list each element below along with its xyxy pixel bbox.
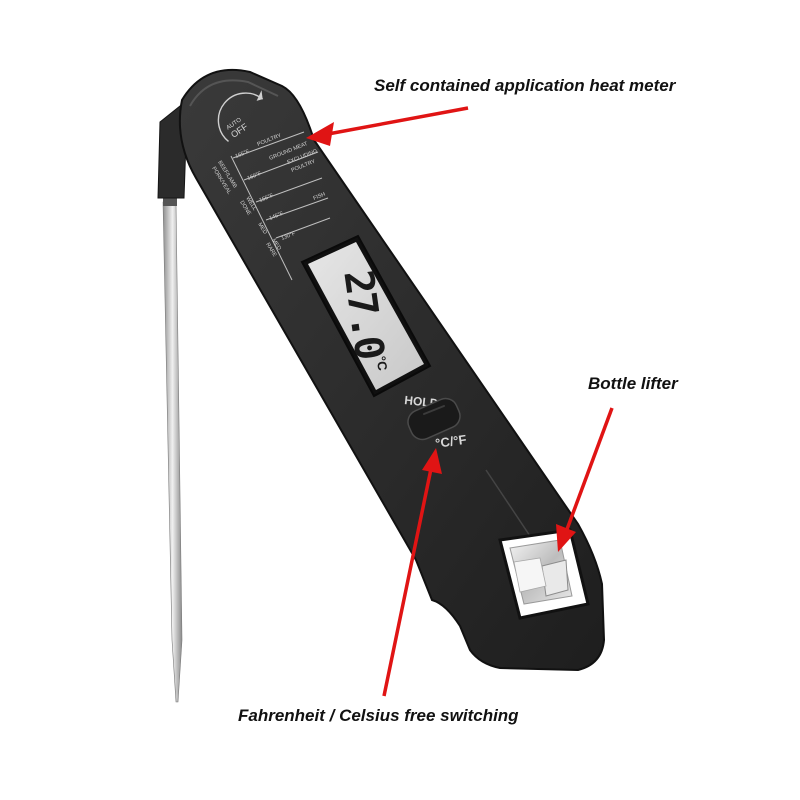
- unit-toggle-label: °C/°F: [434, 432, 467, 451]
- label-130: 130°F: [281, 231, 298, 242]
- arrow-meter: [306, 106, 469, 146]
- callout-unit-switching: Fahrenheit / Celsius free switching: [238, 706, 519, 725]
- arrow-lifter: [556, 407, 614, 552]
- scale-lines: [230, 131, 331, 281]
- label-165: 165°F: [235, 149, 252, 160]
- lcd-unit: °C: [373, 355, 390, 372]
- label-fish: FISH: [313, 192, 327, 202]
- body-rim: [189, 79, 279, 107]
- callout-heat-meter: Self contained application heat meter: [374, 76, 676, 95]
- probe: [162, 196, 183, 703]
- label-med-rare-1: MED: [270, 238, 282, 252]
- auto-off-arrowhead: [256, 90, 263, 101]
- callout-bottle-lifter: Bottle lifter: [588, 374, 678, 393]
- label-145: 145°F: [269, 211, 286, 222]
- auto-off-arc: [217, 92, 264, 143]
- hold-button[interactable]: [404, 395, 464, 444]
- hold-button-highlight: [423, 405, 445, 415]
- bottle-opener: [498, 528, 590, 620]
- label-155: 155°F: [259, 193, 276, 204]
- label-160: 160°F: [247, 171, 264, 182]
- arrow-switching: [382, 448, 442, 697]
- label-med: MED: [256, 222, 268, 236]
